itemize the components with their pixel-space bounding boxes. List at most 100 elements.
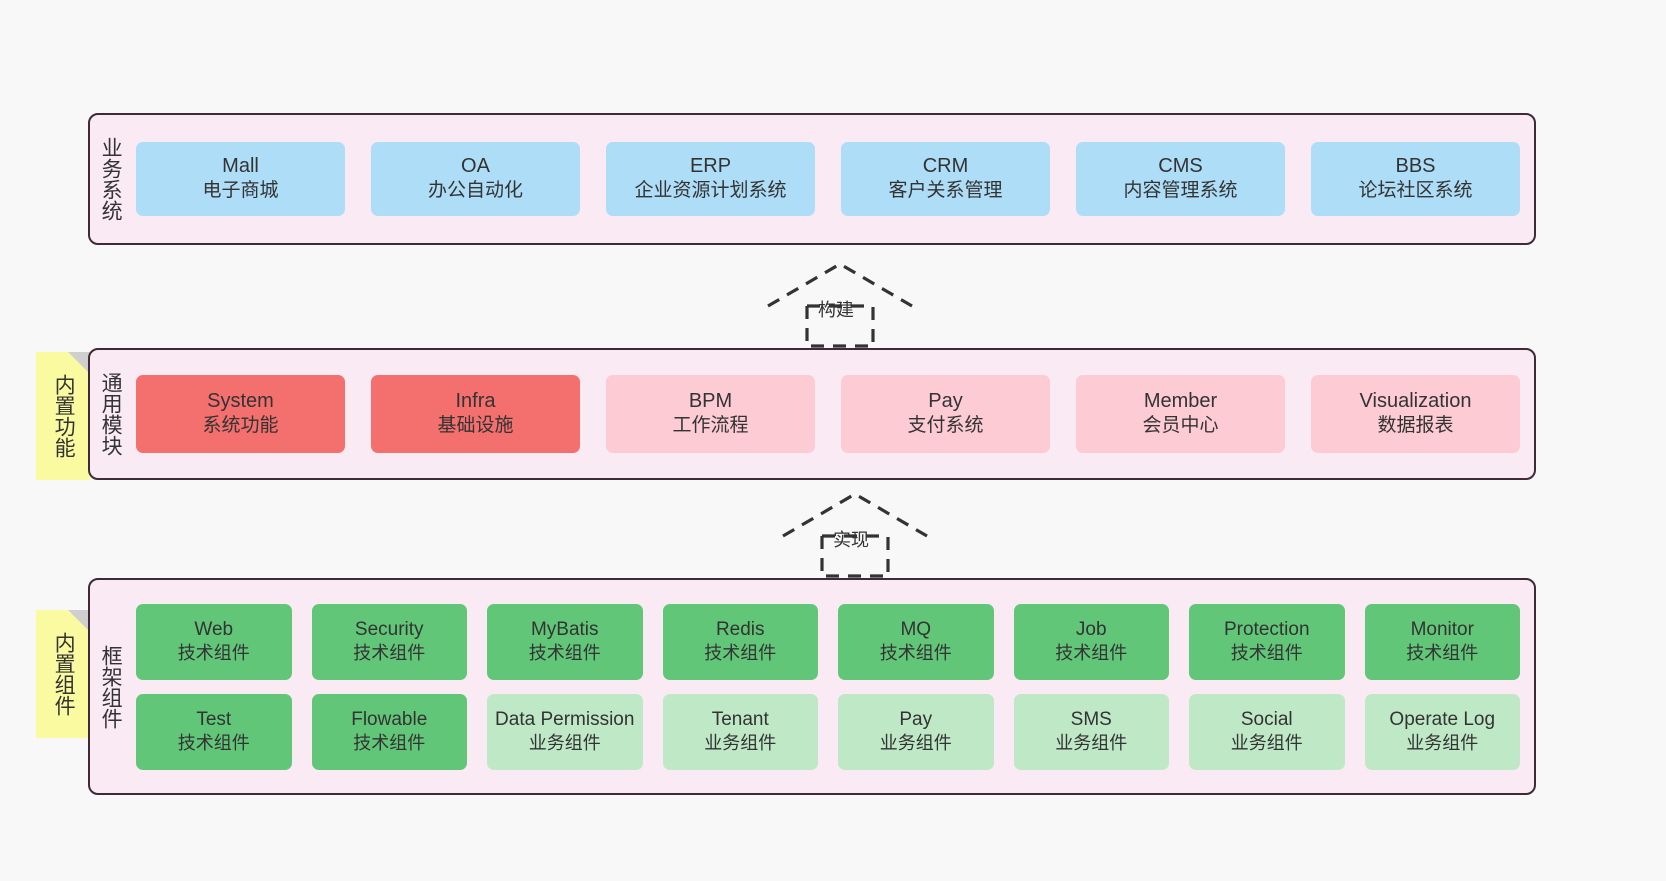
card-bpm-desc: 工作流程 bbox=[672, 415, 749, 437]
card-job-desc: 技术组件 bbox=[1055, 642, 1128, 663]
card-monitor-desc: 技术组件 bbox=[1406, 642, 1479, 663]
layer-common-modules-title: 通用模块 bbox=[99, 372, 123, 456]
layer-framework-components-body: Web 技术组件 Security 技术组件 MyBatis 技术组件 Redi… bbox=[130, 580, 1534, 793]
card-mall-name: Mall bbox=[222, 155, 259, 178]
card-mall[interactable]: Mall 电子商城 bbox=[136, 142, 345, 216]
card-monitor-name: Monitor bbox=[1410, 618, 1474, 640]
card-protection-desc: 技术组件 bbox=[1230, 642, 1303, 663]
card-mall-desc: 电子商城 bbox=[202, 180, 279, 202]
card-member[interactable]: Member 会员中心 bbox=[1076, 375, 1285, 453]
note-builtin-components-text: 内置组件 bbox=[52, 632, 76, 716]
card-social-desc: 业务组件 bbox=[1230, 732, 1303, 753]
card-erp-desc: 企业资源计划系统 bbox=[634, 180, 787, 202]
layer-common-modules: 通用模块 System 系统功能 Infra 基础设施 BPM 工作流程 Pay… bbox=[88, 348, 1536, 480]
connector-implement-icon bbox=[782, 492, 928, 578]
card-infra-desc: 基础设施 bbox=[437, 415, 514, 437]
card-mq-name: MQ bbox=[900, 618, 932, 640]
card-job-name: Job bbox=[1075, 618, 1107, 640]
card-social[interactable]: Social 业务组件 bbox=[1189, 693, 1345, 770]
connector-build-label: 构建 bbox=[818, 300, 854, 320]
card-sms[interactable]: SMS 业务组件 bbox=[1013, 693, 1169, 770]
card-pay-component[interactable]: Pay 业务组件 bbox=[838, 693, 994, 770]
card-protection[interactable]: Protection 技术组件 bbox=[1189, 603, 1345, 680]
connector-implement-arrow: 实现 bbox=[775, 488, 935, 578]
card-cms[interactable]: CMS 内容管理系统 bbox=[1076, 142, 1285, 216]
card-erp-name: ERP bbox=[689, 155, 732, 178]
layer-business-systems: 业务系统 Mall 电子商城 OA 办公自动化 ERP 企业资源计划系统 CRM… bbox=[88, 113, 1536, 245]
card-mq-desc: 技术组件 bbox=[879, 642, 952, 663]
card-flowable[interactable]: Flowable 技术组件 bbox=[311, 693, 467, 770]
card-pay-component-desc: 业务组件 bbox=[879, 732, 952, 753]
card-test-name: Test bbox=[196, 708, 232, 730]
card-security-desc: 技术组件 bbox=[353, 642, 426, 663]
card-web-name: Web bbox=[194, 618, 234, 640]
note-builtin-components: 内置组件 bbox=[36, 610, 90, 738]
business-systems-row: Mall 电子商城 OA 办公自动化 ERP 企业资源计划系统 CRM 客户关系… bbox=[136, 142, 1520, 216]
card-cms-name: CMS bbox=[1158, 155, 1203, 178]
card-redis-desc: 技术组件 bbox=[704, 642, 777, 663]
card-pay-module[interactable]: Pay 支付系统 bbox=[841, 375, 1050, 453]
card-oa[interactable]: OA 办公自动化 bbox=[371, 142, 580, 216]
note-fold-corner-icon bbox=[68, 352, 90, 374]
common-modules-row: System 系统功能 Infra 基础设施 BPM 工作流程 Pay 支付系统… bbox=[136, 375, 1520, 453]
layer-framework-components: 框架组件 Web 技术组件 Security 技术组件 MyBatis 技术组件… bbox=[88, 578, 1536, 795]
card-redis[interactable]: Redis 技术组件 bbox=[662, 603, 818, 680]
card-operate-log-name: Operate Log bbox=[1389, 708, 1496, 730]
card-web[interactable]: Web 技术组件 bbox=[136, 603, 292, 680]
card-system[interactable]: System 系统功能 bbox=[136, 375, 345, 453]
card-mybatis[interactable]: MyBatis 技术组件 bbox=[487, 603, 643, 680]
card-crm-name: CRM bbox=[922, 155, 969, 178]
card-security[interactable]: Security 技术组件 bbox=[311, 603, 467, 680]
card-data-permission-name: Data Permission bbox=[495, 708, 635, 730]
card-test-desc: 技术组件 bbox=[177, 732, 250, 753]
card-bbs-desc: 论坛社区系统 bbox=[1358, 180, 1473, 202]
card-erp[interactable]: ERP 企业资源计划系统 bbox=[606, 142, 815, 216]
card-bbs[interactable]: BBS 论坛社区系统 bbox=[1311, 142, 1520, 216]
card-tenant-desc: 业务组件 bbox=[704, 732, 777, 753]
layer-framework-components-title: 框架组件 bbox=[99, 644, 123, 729]
framework-row-technical: Web 技术组件 Security 技术组件 MyBatis 技术组件 Redi… bbox=[136, 603, 1520, 680]
card-member-desc: 会员中心 bbox=[1142, 415, 1219, 437]
card-web-desc: 技术组件 bbox=[177, 642, 250, 663]
connector-build-arrow: 构建 bbox=[760, 258, 920, 348]
framework-row-business: Test 技术组件 Flowable 技术组件 Data Permission … bbox=[136, 693, 1520, 770]
card-crm[interactable]: CRM 客户关系管理 bbox=[841, 142, 1050, 216]
layer-common-modules-body: System 系统功能 Infra 基础设施 BPM 工作流程 Pay 支付系统… bbox=[130, 350, 1534, 478]
card-mybatis-name: MyBatis bbox=[530, 618, 599, 640]
card-system-desc: 系统功能 bbox=[202, 415, 279, 437]
card-flowable-desc: 技术组件 bbox=[353, 732, 426, 753]
card-data-permission-desc: 业务组件 bbox=[528, 732, 601, 753]
card-pay-module-desc: 支付系统 bbox=[907, 415, 984, 437]
card-oa-desc: 办公自动化 bbox=[427, 180, 523, 202]
card-monitor[interactable]: Monitor 技术组件 bbox=[1364, 603, 1520, 680]
card-job[interactable]: Job 技术组件 bbox=[1013, 603, 1169, 680]
card-security-name: Security bbox=[354, 618, 424, 640]
connector-implement-label: 实现 bbox=[833, 530, 869, 550]
card-visualization-name: Visualization bbox=[1359, 390, 1472, 413]
card-cms-desc: 内容管理系统 bbox=[1123, 180, 1238, 202]
note-builtin-features: 内置功能 bbox=[36, 352, 90, 480]
card-pay-component-name: Pay bbox=[899, 708, 933, 730]
card-protection-name: Protection bbox=[1223, 618, 1310, 640]
card-flowable-name: Flowable bbox=[351, 708, 428, 730]
card-tenant[interactable]: Tenant 业务组件 bbox=[662, 693, 818, 770]
card-crm-desc: 客户关系管理 bbox=[888, 180, 1003, 202]
card-visualization-desc: 数据报表 bbox=[1377, 415, 1454, 437]
connector-build-icon bbox=[767, 262, 913, 348]
note-builtin-features-text: 内置功能 bbox=[52, 374, 76, 458]
card-mq[interactable]: MQ 技术组件 bbox=[838, 603, 994, 680]
card-tenant-name: Tenant bbox=[711, 708, 769, 730]
card-pay-module-name: Pay bbox=[928, 390, 963, 413]
card-test[interactable]: Test 技术组件 bbox=[136, 693, 292, 770]
card-system-name: System bbox=[207, 390, 274, 413]
card-mybatis-desc: 技术组件 bbox=[528, 642, 601, 663]
card-data-permission[interactable]: Data Permission 业务组件 bbox=[487, 693, 643, 770]
card-infra-name: Infra bbox=[455, 390, 496, 413]
card-sms-desc: 业务组件 bbox=[1055, 732, 1128, 753]
card-operate-log[interactable]: Operate Log 业务组件 bbox=[1364, 693, 1520, 770]
card-infra[interactable]: Infra 基础设施 bbox=[371, 375, 580, 453]
card-visualization[interactable]: Visualization 数据报表 bbox=[1311, 375, 1520, 453]
card-bpm[interactable]: BPM 工作流程 bbox=[606, 375, 815, 453]
card-operate-log-desc: 业务组件 bbox=[1406, 732, 1479, 753]
card-oa-name: OA bbox=[461, 155, 490, 178]
